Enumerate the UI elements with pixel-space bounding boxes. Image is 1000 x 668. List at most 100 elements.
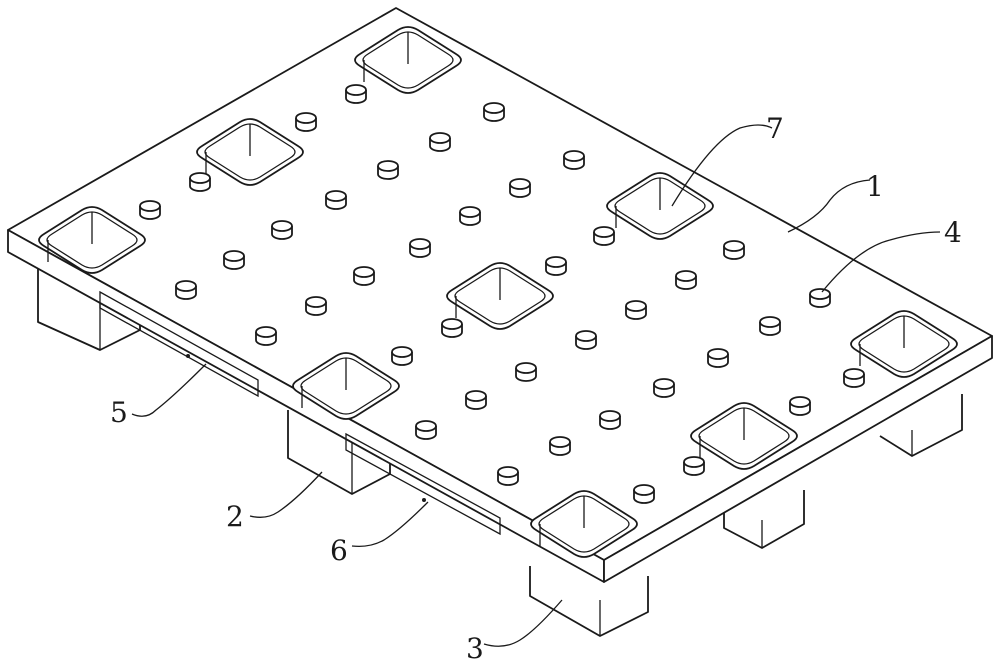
raised-stud	[325, 190, 347, 210]
stud-top	[675, 270, 697, 282]
leader-4	[821, 231, 941, 293]
stud-top	[139, 200, 161, 212]
foot-front	[529, 566, 649, 637]
hole-inner-rim	[454, 267, 546, 325]
raised-stud	[843, 368, 865, 388]
stud-top	[483, 102, 505, 114]
hole-inner-rim	[362, 31, 454, 89]
stud-top	[593, 226, 615, 238]
stud-top	[563, 150, 585, 162]
callout-1: 1	[866, 170, 884, 203]
stud-top	[809, 288, 831, 300]
stud-top	[255, 326, 277, 338]
leader-1	[787, 179, 871, 233]
raised-stud	[653, 378, 675, 398]
side-bar-6-pin	[422, 498, 426, 502]
stud-top	[789, 396, 811, 408]
through-hole	[38, 206, 146, 274]
raised-stud	[593, 226, 615, 246]
raised-stud	[353, 266, 375, 286]
hole-wall	[47, 212, 93, 262]
raised-stud	[483, 102, 505, 122]
raised-stud	[377, 160, 399, 180]
stud-top	[409, 238, 431, 250]
raised-stud	[515, 362, 537, 382]
stud-top	[459, 206, 481, 218]
raised-stud	[683, 456, 705, 476]
callout-6: 6	[330, 534, 348, 567]
side-bar-6	[345, 432, 501, 536]
raised-stud	[625, 300, 647, 320]
raised-stud	[633, 484, 655, 504]
raised-stud	[759, 316, 781, 336]
hole-inner-rim	[204, 123, 296, 181]
hole-wall	[455, 268, 501, 318]
through-hole	[292, 352, 400, 420]
side-bar-5	[99, 290, 259, 398]
callout-leaders	[131, 124, 941, 647]
raised-stud	[223, 250, 245, 270]
raised-stud	[189, 172, 211, 192]
hole-wall	[539, 496, 585, 546]
hole-wall	[363, 32, 409, 82]
stud-top	[189, 172, 211, 184]
stud-top	[515, 362, 537, 374]
deck-right-edge	[603, 335, 993, 583]
through-holes	[38, 26, 958, 558]
stud-top	[843, 368, 865, 380]
hole-wall	[615, 178, 661, 228]
raised-stud	[599, 410, 621, 430]
stud-top	[545, 256, 567, 268]
raised-stud	[545, 256, 567, 276]
side-bars	[99, 290, 501, 536]
stud-top	[509, 178, 531, 190]
through-hole	[354, 26, 462, 94]
through-hole	[530, 490, 638, 558]
callout-5: 5	[110, 396, 128, 429]
raised-stud	[563, 150, 585, 170]
leader-6	[351, 501, 429, 548]
callout-7: 7	[766, 112, 784, 145]
stud-top	[759, 316, 781, 328]
raised-stud	[809, 288, 831, 308]
hole-wall	[699, 408, 745, 458]
hole-inner-rim	[538, 495, 630, 553]
hole-inner-rim	[300, 357, 392, 415]
raised-studs	[139, 84, 865, 504]
stud-top	[223, 250, 245, 262]
raised-stud	[509, 178, 531, 198]
raised-stud	[391, 346, 413, 366]
stud-top	[653, 378, 675, 390]
through-hole	[446, 262, 554, 330]
foot-right-rear	[879, 394, 963, 457]
raised-stud	[465, 390, 487, 410]
raised-stud	[441, 318, 463, 338]
hole-inner-rim	[698, 407, 790, 465]
stud-top	[305, 296, 327, 308]
leader-3	[483, 599, 563, 647]
stud-top	[377, 160, 399, 172]
leader-2	[249, 471, 323, 518]
through-hole	[850, 310, 958, 378]
stud-top	[497, 466, 519, 478]
stud-top	[707, 348, 729, 360]
raised-stud	[497, 466, 519, 486]
leader-5	[131, 363, 207, 417]
stud-top	[633, 484, 655, 496]
raised-stud	[415, 420, 437, 440]
raised-stud	[255, 326, 277, 346]
raised-stud	[707, 348, 729, 368]
raised-stud	[675, 270, 697, 290]
raised-stud	[459, 206, 481, 226]
stud-top	[465, 390, 487, 402]
stud-top	[271, 220, 293, 232]
raised-stud	[429, 132, 451, 152]
stud-top	[295, 112, 317, 124]
hole-inner-rim	[46, 211, 138, 269]
stud-top	[441, 318, 463, 330]
raised-stud	[345, 84, 367, 104]
callout-3: 3	[466, 632, 484, 665]
raised-stud	[723, 240, 745, 260]
stud-top	[599, 410, 621, 422]
